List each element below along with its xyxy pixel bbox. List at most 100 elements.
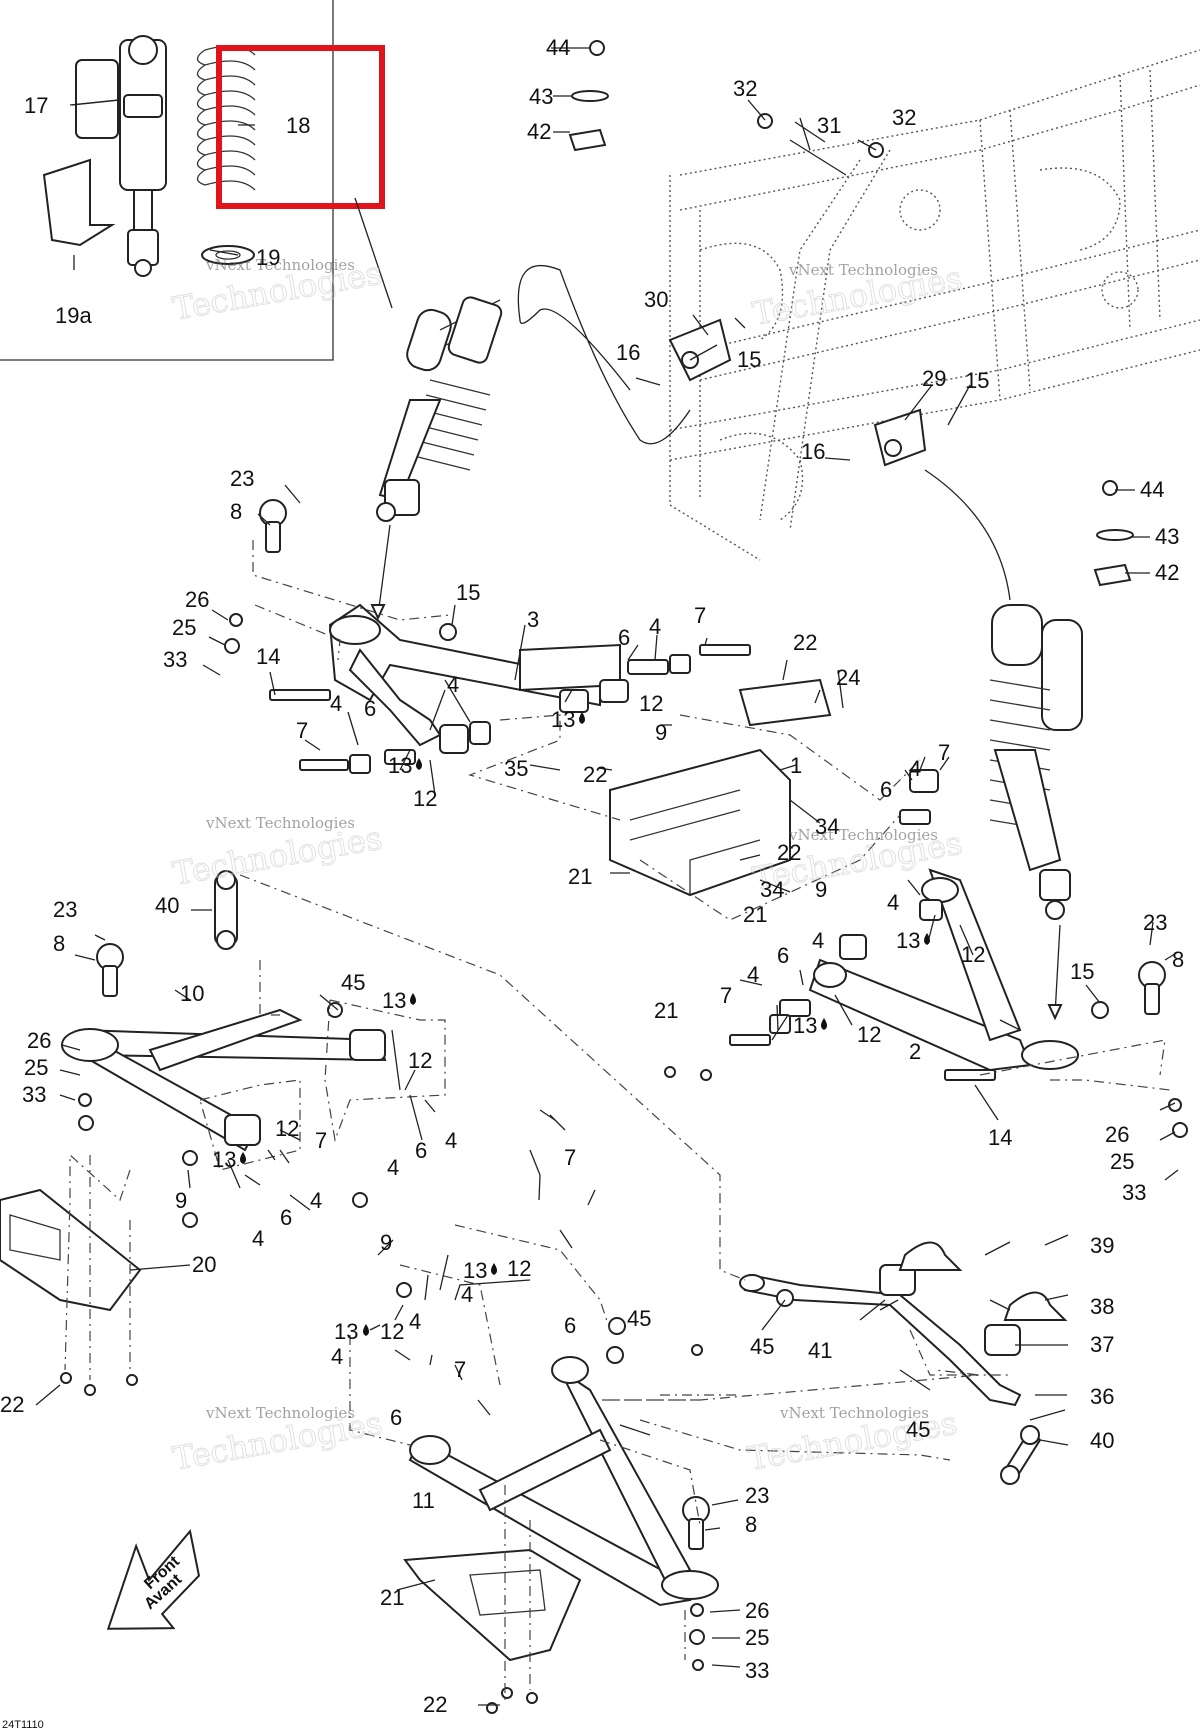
callout-43: 42: [1155, 560, 1179, 585]
callout-33: 33: [1122, 1180, 1146, 1205]
bushings-lower-right: [729, 769, 996, 1081]
callout-12: 13: [388, 753, 412, 778]
callout-11: 12: [380, 1319, 404, 1344]
callout-7: 7: [694, 603, 706, 628]
callout-12: 13: [551, 707, 575, 732]
callout-25: 23: [745, 1483, 769, 1508]
callout-27: 25: [745, 1625, 769, 1650]
callout-33: 33: [163, 647, 187, 672]
watermark-text: vNext Technologies: [779, 1404, 929, 1422]
callout-6: 6: [618, 625, 630, 650]
callout-27: 25: [172, 615, 196, 640]
callout-28: 26: [185, 587, 209, 612]
callout-29: 29: [922, 366, 946, 391]
callout-6: 6: [364, 696, 376, 721]
callout-38: 38: [1090, 1294, 1114, 1319]
callout-13: 11: [412, 1488, 435, 1513]
callout-6: 6: [390, 1405, 402, 1430]
callout-10: 10: [180, 981, 204, 1006]
hardware-small: [60, 40, 1188, 1714]
oil-drop-icon: [821, 1018, 827, 1030]
upper-a-arm-10: [61, 1008, 387, 1152]
callout-20: 20: [192, 1252, 216, 1277]
callout-12: 13: [896, 928, 920, 953]
callout-4: 4: [747, 962, 759, 987]
callout-15: 15: [965, 368, 989, 393]
callout-27: 25: [1110, 1149, 1134, 1174]
callout-8: 8: [1172, 947, 1184, 972]
watermark-text: vNext Technologies: [205, 1404, 355, 1422]
callout-23: 21: [743, 902, 767, 927]
callout-9: 9: [380, 1230, 392, 1255]
watermark-text: vNext Technologies: [205, 256, 355, 274]
callout-9: 9: [655, 720, 667, 745]
callout-8: 8: [745, 1512, 757, 1537]
callout-4: 4: [445, 1128, 457, 1153]
callout-31: 31: [817, 113, 841, 138]
callout-9: 9: [175, 1188, 187, 1213]
callout-19a: 19a: [55, 303, 92, 328]
callout-39: 39: [1090, 1233, 1114, 1258]
callout-4: 4: [461, 1282, 473, 1307]
callout-4: 4: [310, 1188, 322, 1213]
callout-36: 36: [1090, 1384, 1114, 1409]
callout-19: 19: [256, 245, 280, 270]
callout-43: 42: [527, 119, 551, 144]
callout-7: 7: [720, 983, 732, 1008]
callout-44: 43: [1155, 524, 1179, 549]
lower-a-arm-2: [808, 868, 1079, 1072]
bushings-upper-left: [269, 644, 751, 774]
callout-35: 34: [760, 877, 784, 902]
callout-11: 12: [507, 1256, 531, 1281]
callout-32: 32: [733, 76, 757, 101]
callout-6: 6: [564, 1313, 576, 1338]
callout-labels: 17 18 19 19a 44 43 42 32 31 32 30 15 16 …: [0, 35, 1184, 1717]
watermark-text: vNext Technologies: [788, 261, 938, 279]
callout-25: 23: [53, 897, 77, 922]
callout-6: 6: [880, 777, 892, 802]
callout-45: 44: [1140, 477, 1164, 502]
callout-37: 37: [1090, 1332, 1114, 1357]
callout-4: 4: [409, 1309, 421, 1334]
sway-bar-36: [739, 1241, 1068, 1407]
oil-drop-icon: [579, 712, 585, 724]
callout-12: 13: [334, 1319, 358, 1344]
callout-6: 6: [777, 943, 789, 968]
callout-12: 13: [382, 988, 406, 1013]
callout-44: 43: [529, 84, 553, 109]
callout-22: 22: [0, 1392, 24, 1417]
oil-drop-icon: [240, 1152, 246, 1164]
callout-26: 24: [836, 665, 860, 690]
lower-a-arm-13: [408, 1356, 719, 1607]
left-shock: [376, 296, 503, 522]
callout-15: 15: [456, 580, 480, 605]
callout-11: 12: [857, 1022, 881, 1047]
leader-lines: [35, 47, 1179, 1706]
callout-12: 13: [212, 1147, 236, 1172]
highlight-box: [216, 45, 385, 209]
callout-16: 16: [616, 340, 640, 365]
callout-23: 21: [654, 998, 678, 1023]
oil-drop-icon: [491, 1263, 497, 1275]
callout-28: 26: [27, 1028, 51, 1053]
callout-12: 13: [793, 1013, 817, 1038]
callout-42: 45: [750, 1334, 774, 1359]
callout-4: 4: [387, 1155, 399, 1180]
assembly-lines: [64, 540, 1171, 1700]
callout-42: 45: [627, 1306, 651, 1331]
oil-drop-icon: [363, 1324, 369, 1336]
callout-45: 44: [546, 35, 570, 60]
callout-14: 14: [256, 644, 280, 669]
callout-16: 16: [801, 439, 825, 464]
callout-7: 7: [454, 1357, 466, 1382]
callout-6: 6: [415, 1138, 427, 1163]
callout-18: 18: [286, 113, 310, 138]
callout-23: 21: [568, 864, 592, 889]
callout-7: 7: [564, 1145, 576, 1170]
callout-11: 12: [413, 786, 437, 811]
sway-bar-links: [214, 870, 1042, 1485]
callout-12: 13: [463, 1258, 487, 1283]
oil-drop-icon: [416, 758, 422, 770]
callout-7: 7: [296, 718, 308, 743]
